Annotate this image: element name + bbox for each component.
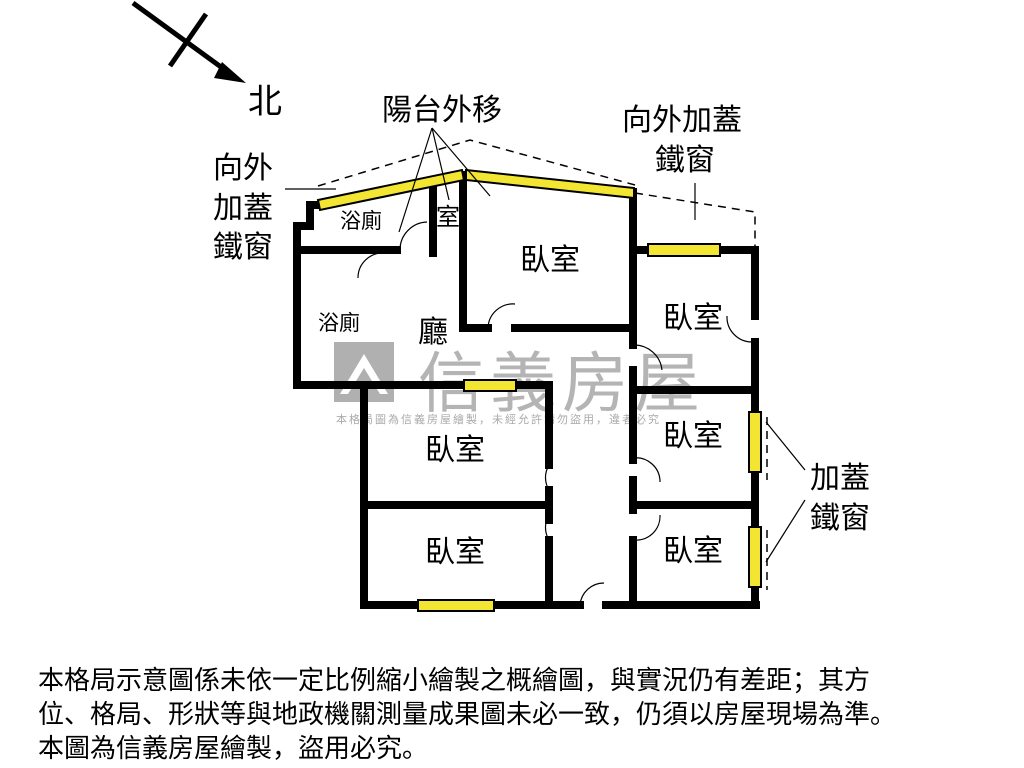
floor-plan <box>131 0 806 612</box>
room-bedroom-mid-left: 臥室 <box>425 433 485 468</box>
iron-window-left-label-2: 加蓋 <box>213 191 273 226</box>
compass-arrow-icon <box>131 0 234 78</box>
iron-window-top-right-label-1: 向外加蓋 <box>622 103 742 138</box>
disclaimer: 本格局示意圖係未依一定比例縮小繪製之概繪圖，與實況仍有差距；其方 位、格局、形狀… <box>38 664 998 766</box>
watermark-notice: 本格局圖為信義房屋繪製，未經允許請勿盜用，違者必究 <box>336 413 661 426</box>
room-small: 室 <box>436 203 460 231</box>
room-bedroom-bottom-left: 臥室 <box>425 535 485 570</box>
disclaimer-line-3: 本圖為信義房屋繪製，盜用必究。 <box>38 734 429 764</box>
room-living: 廳 <box>418 315 448 350</box>
compass-north-label: 北 <box>248 82 282 122</box>
room-bedroom-top-right: 臥室 <box>663 301 723 336</box>
disclaimer-line-2: 位、格局、形狀等與地政機關測量成果圖未必一致，仍須以房屋現場為準。 <box>38 700 897 730</box>
iron-window-right-label-1: 加蓋 <box>810 461 870 496</box>
room-bedroom-top-center: 臥室 <box>520 243 580 278</box>
room-bedroom-mid-right: 臥室 <box>663 419 723 454</box>
disclaimer-line-1: 本格局示意圖係未依一定比例縮小繪製之概繪圖，與實況仍有差距；其方 <box>38 666 871 696</box>
iron-window-left-label-1: 向外 <box>213 151 273 186</box>
iron-window-top-right-label-2: 鐵窗 <box>655 143 715 178</box>
room-bath-left: 浴廁 <box>318 311 360 335</box>
iron-window-left-label-3: 鐵窗 <box>213 230 273 265</box>
room-bath-top: 浴廁 <box>340 209 382 233</box>
iron-window-right-label-2: 鐵窗 <box>810 501 870 536</box>
balcony-moved-label: 陽台外移 <box>382 93 502 128</box>
room-bedroom-bottom-right: 臥室 <box>663 534 723 569</box>
